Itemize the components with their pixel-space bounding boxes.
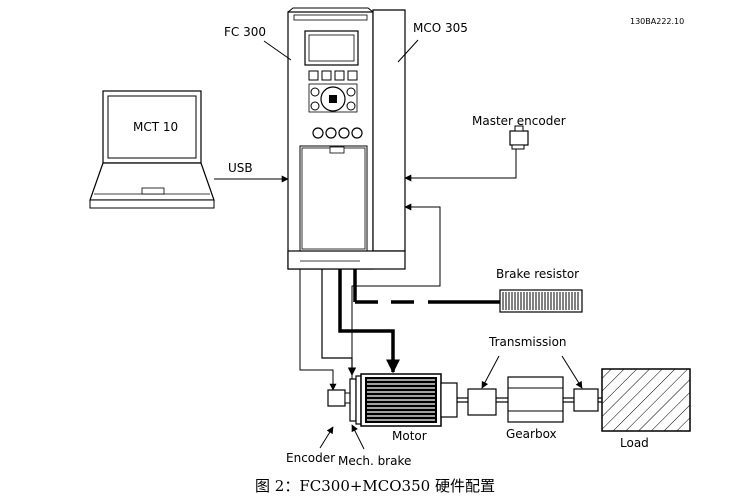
mct10-label: MCT 10 <box>133 120 178 134</box>
master-encoder-cable <box>404 149 517 182</box>
mco305-label: MCO 305 <box>413 21 468 35</box>
motor-icon <box>360 373 468 427</box>
fc300-label: FC 300 <box>224 25 266 39</box>
encoder-feedback-cable <box>351 203 441 382</box>
transmission-coupling-1 <box>467 388 497 416</box>
master-encoder-label: Master encoder <box>472 114 566 128</box>
drive-base <box>287 250 406 270</box>
mco305-module <box>372 9 406 252</box>
encoder-cable <box>299 269 337 391</box>
gearbox-label: Gearbox <box>506 427 557 441</box>
laptop-mct10 <box>89 90 215 209</box>
motor-label: Motor <box>392 429 427 443</box>
load-icon <box>601 368 691 432</box>
load-label: Load <box>620 436 649 450</box>
mech-brake-label: Mech. brake <box>338 454 411 468</box>
brake-resistor-label: Brake resistor <box>496 267 579 281</box>
figure-code: 130BA222.10 <box>630 17 684 26</box>
fc300-drive <box>287 7 374 270</box>
master-encoder-icon <box>509 125 529 150</box>
encoder-label: Encoder <box>286 451 335 465</box>
gearbox-icon <box>507 376 564 423</box>
usb-label: USB <box>228 161 253 175</box>
mech-brake-cable <box>321 269 357 376</box>
mech-brake-icon <box>349 375 362 425</box>
encoder-icon <box>327 389 351 407</box>
transmission-coupling-2 <box>573 388 599 412</box>
transmission-label: Transmission <box>488 335 567 349</box>
motor-power-cable <box>338 269 400 374</box>
figure-caption: 图 2：FC300+MCO350 硬件配置 <box>255 477 495 495</box>
brake-resistor-icon <box>499 289 583 313</box>
